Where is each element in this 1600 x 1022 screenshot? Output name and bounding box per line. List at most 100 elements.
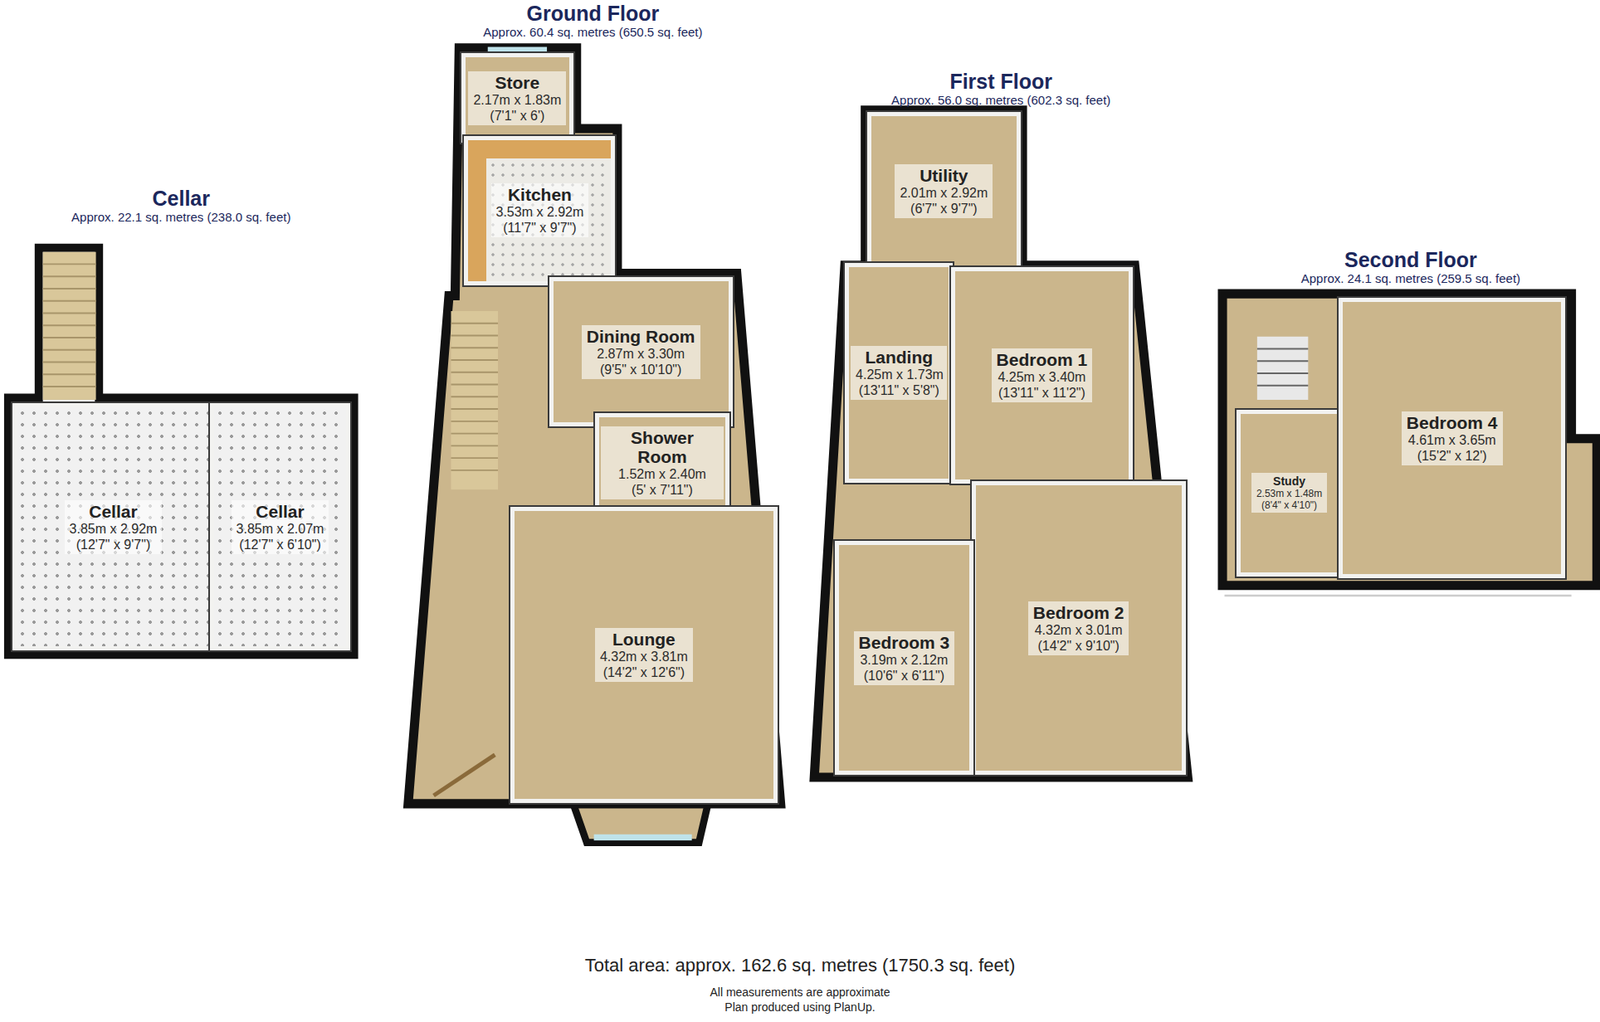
plan-detail	[43, 361, 97, 364]
room-dimension: (6'7" x 9'7")	[899, 200, 988, 217]
plan-detail	[450, 311, 498, 490]
plan-detail	[450, 408, 498, 410]
plan-detail	[450, 335, 498, 337]
room-label: Cellar3.85m x 2.07m(12'7" x 6'10")	[231, 500, 330, 555]
plan-detail	[8, 248, 355, 656]
plan-detail	[43, 385, 97, 388]
plan-detail	[450, 323, 498, 471]
footnote: Plan produced using PlanUp.	[0, 1000, 1600, 1015]
room-dimension: (13'11" x 5'8")	[855, 382, 942, 399]
room-dimension: 4.32m x 3.01m	[1033, 622, 1125, 639]
room-box: Lounge4.32m x 3.81m(14'2" x 12'6")	[510, 507, 778, 804]
plan-detail	[43, 300, 97, 303]
room-box: Store2.17m x 1.83m(7'1" x 6')	[461, 53, 574, 143]
plan-detail	[1257, 385, 1308, 387]
room-dimension: (9'5" x 10'10")	[586, 361, 696, 378]
floor-heading: Ground FloorApprox. 60.4 sq. metres (650…	[403, 1, 783, 40]
room-label: Bedroom 33.19m x 2.12m(10'6" x 6'11")	[853, 631, 956, 686]
plan-detail	[1257, 360, 1308, 362]
room-label: Landing4.25m x 1.73m(13'11" x 5'8")	[850, 346, 947, 400]
room-dimension: 4.32m x 3.81m	[600, 648, 688, 665]
plan-detail	[450, 322, 498, 325]
room-box: Study2.53m x 1.48m(8'4" x 4'10")	[1236, 409, 1342, 576]
room-name: Store	[473, 73, 561, 93]
room-box: Landing4.25m x 1.73m(13'11" x 5'8")	[844, 263, 953, 483]
room-box: Kitchen3.53m x 2.92m(11'7" x 9'7")	[463, 136, 615, 287]
room-box: Shower Room1.52m x 2.40m(5' x 7'11")	[595, 413, 730, 513]
room-dimension: (11'7" x 9'7")	[496, 219, 585, 236]
plan-detail	[43, 263, 97, 266]
plan-detail	[814, 110, 1188, 778]
floor-area: Approx. 60.4 sq. metres (650.5 sq. feet)	[403, 24, 783, 40]
floor-area: Approx. 22.1 sq. metres (238.0 sq. feet)	[4, 209, 357, 225]
floor-heading: First FloorApprox. 56.0 sq. metres (602.…	[811, 69, 1191, 108]
floor-title: Cellar	[4, 186, 357, 210]
plan-detail	[450, 469, 498, 472]
floor-heading: Second FloorApprox. 24.1 sq. metres (259…	[1219, 248, 1600, 287]
plan-detail	[450, 420, 498, 423]
plan-detail	[594, 834, 693, 841]
plan-detail	[43, 373, 97, 376]
room-dimension: 3.19m x 2.12m	[858, 652, 951, 669]
room-dimension: 1.52m x 2.40m	[605, 466, 719, 483]
plan-detail	[450, 444, 498, 447]
room-box: Utility2.01m x 2.92m(6'7" x 9'7")	[867, 112, 1020, 271]
room-box: Cellar3.85m x 2.92m(12'7" x 9'7")	[12, 403, 215, 652]
room-box: Bedroom 44.61m x 3.65m(15'2" x 12')	[1338, 297, 1566, 579]
plan-detail	[450, 457, 498, 459]
room-name: Kitchen	[496, 185, 585, 205]
ground-floor-outline	[408, 47, 781, 844]
floor-group: First FloorApprox. 56.0 sq. metres (602.…	[811, 69, 1191, 785]
room-dimension: (7'1" x 6')	[473, 107, 561, 124]
room-dimension: 2.17m x 1.83m	[473, 92, 561, 108]
floor-group: Second FloorApprox. 24.1 sq. metres (259…	[1219, 248, 1600, 596]
room-label: Cellar3.85m x 2.92m(12'7" x 9'7")	[64, 500, 163, 555]
room-dimension: 3.53m x 2.92m	[496, 204, 585, 220]
room-dimension: (13'11" x 11'2")	[996, 385, 1088, 401]
room-label: Bedroom 14.25m x 3.40m(13'11" x 11'2")	[991, 348, 1093, 403]
room-dimension: (15'2" x 12')	[1406, 448, 1498, 464]
first-floor-outline	[814, 110, 1188, 778]
plan-detail	[1257, 349, 1308, 386]
room-dimension: (8'4" x 4'10")	[1256, 499, 1322, 512]
room-label: Shower Room1.52m x 2.40m(5' x 7'11")	[600, 426, 724, 500]
room-name: Bedroom 4	[1406, 413, 1498, 433]
plan-detail	[1257, 336, 1308, 400]
room-label: Lounge4.32m x 3.81m(14'2" x 12'6")	[595, 628, 693, 683]
room-dimension: (5' x 7'11")	[605, 482, 719, 498]
plan-detail	[450, 433, 498, 435]
room-label: Utility2.01m x 2.92m(6'7" x 9'7")	[894, 164, 993, 219]
plan-detail	[43, 252, 97, 400]
total-area-caption: Total area: approx. 162.6 sq. metres (17…	[0, 955, 1600, 977]
floor-area: Approx. 24.1 sq. metres (259.5 sq. feet)	[1219, 271, 1600, 287]
plan-detail	[450, 395, 498, 398]
room-dimension: 2.53m x 1.48m	[1256, 487, 1322, 500]
plan-detail	[408, 48, 781, 805]
floor-title: Second Floor	[1219, 248, 1600, 272]
plan-detail	[487, 47, 547, 53]
room-label: Study2.53m x 1.48m(8'4" x 4'10")	[1251, 473, 1327, 513]
plan-detail	[1257, 372, 1308, 375]
room-name: Study	[1256, 474, 1322, 488]
floor-title: First Floor	[811, 69, 1191, 93]
room-name: Bedroom 3	[858, 633, 951, 653]
second-floor-outline	[1222, 293, 1597, 596]
room-label: Kitchen3.53m x 2.92m(11'7" x 9'7")	[491, 183, 590, 238]
room-label: Dining Room2.87m x 3.30m(9'5" x 10'10")	[581, 325, 701, 380]
room-name: Bedroom 2	[1033, 603, 1125, 623]
room-name: Shower Room	[605, 428, 719, 467]
plan-detail	[43, 275, 97, 278]
room-dimension: 4.25m x 3.40m	[996, 369, 1088, 386]
room-dimension: (12'7" x 9'7")	[69, 536, 158, 553]
room-dimension: (12'7" x 6'10")	[236, 536, 325, 553]
room-label: Store2.17m x 1.83m(7'1" x 6')	[468, 71, 566, 126]
floor-heading: CellarApprox. 22.1 sq. metres (238.0 sq.…	[4, 186, 357, 225]
plan-detail	[43, 312, 97, 315]
room-dimension: (14'2" x 9'10")	[1033, 638, 1125, 654]
room-dimension: 3.85m x 2.92m	[69, 521, 158, 537]
room-box: Bedroom 14.25m x 3.40m(13'11" x 11'2")	[951, 267, 1133, 484]
plan-detail	[43, 263, 97, 387]
room-name: Landing	[855, 347, 942, 367]
plan-detail	[450, 384, 498, 386]
plan-detail	[43, 349, 97, 352]
